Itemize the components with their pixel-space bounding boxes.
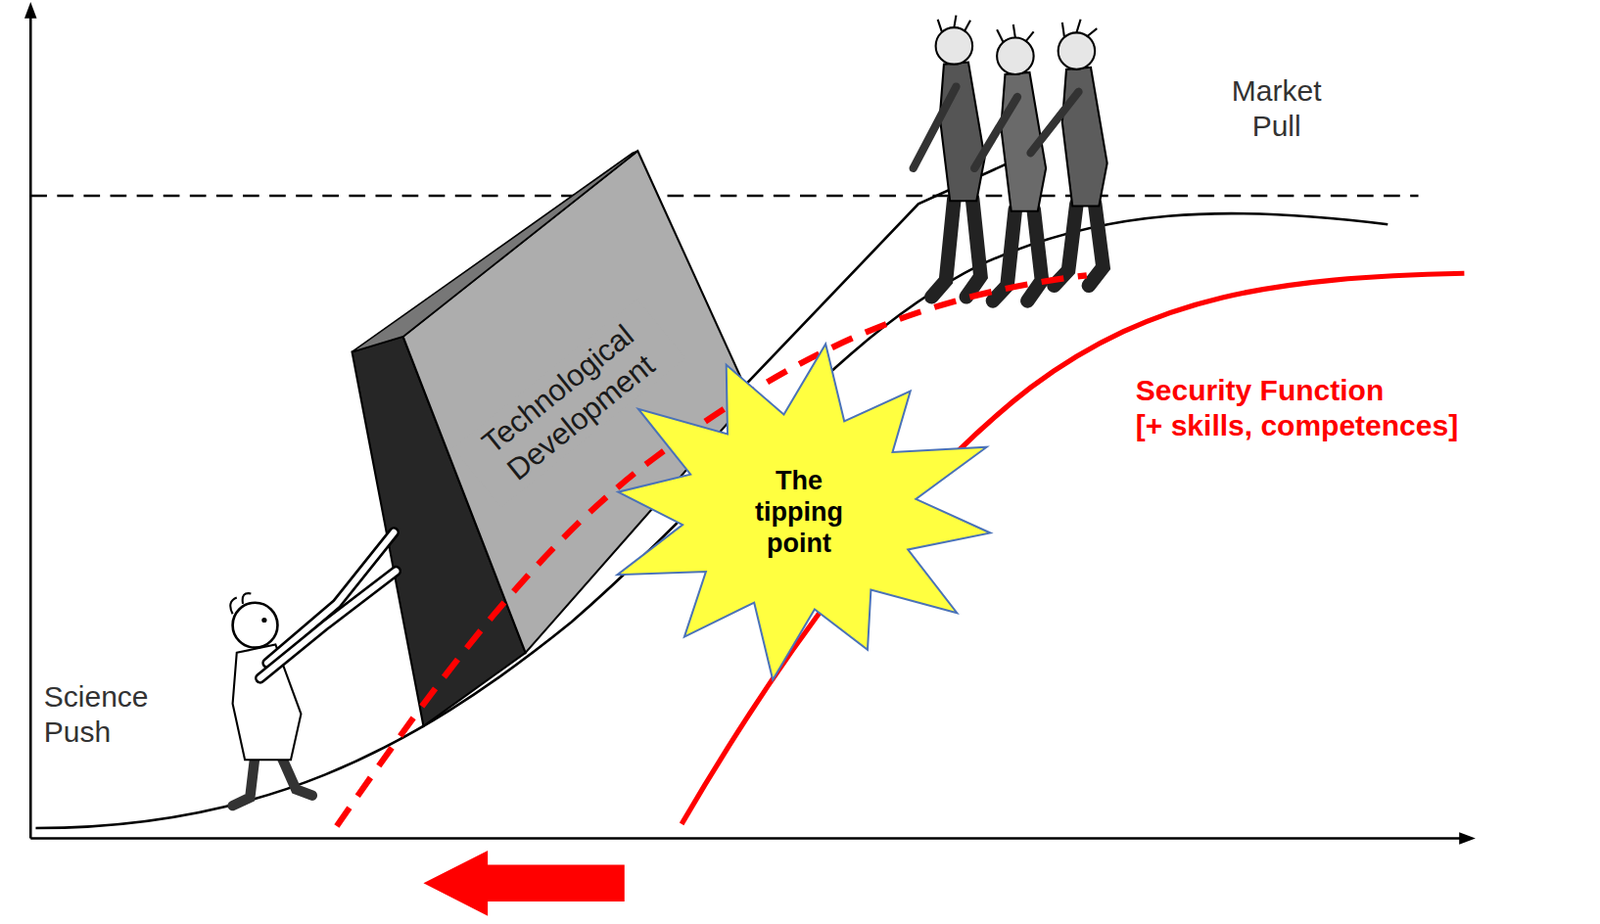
cube-grey-face bbox=[403, 150, 751, 654]
security-curve bbox=[681, 273, 1464, 825]
rope bbox=[743, 152, 1032, 388]
starburst-callout: The tipping point bbox=[592, 338, 1006, 686]
shift-arrow bbox=[423, 850, 624, 917]
starburst-outline bbox=[616, 344, 990, 681]
axis-arrowhead bbox=[24, 1, 38, 19]
cube-top-edge bbox=[352, 150, 639, 352]
pulling-person bbox=[913, 15, 986, 298]
limit-line bbox=[30, 194, 1418, 198]
axis-label: Science Push bbox=[44, 679, 172, 751]
box-label: Technological Development bbox=[452, 298, 685, 508]
x-axis bbox=[30, 837, 1461, 841]
shifted-curve bbox=[336, 275, 1087, 827]
scientist bbox=[230, 532, 396, 806]
axis-arrowhead bbox=[1458, 832, 1476, 846]
pulling-person bbox=[1031, 19, 1108, 286]
callout-text: The tipping point bbox=[734, 463, 864, 563]
axis-label: Market Pull bbox=[1216, 73, 1337, 144]
y-axis bbox=[29, 14, 33, 840]
pulling-person bbox=[974, 24, 1046, 301]
curve-label: Security Function [+ skills, competences… bbox=[1135, 373, 1596, 444]
